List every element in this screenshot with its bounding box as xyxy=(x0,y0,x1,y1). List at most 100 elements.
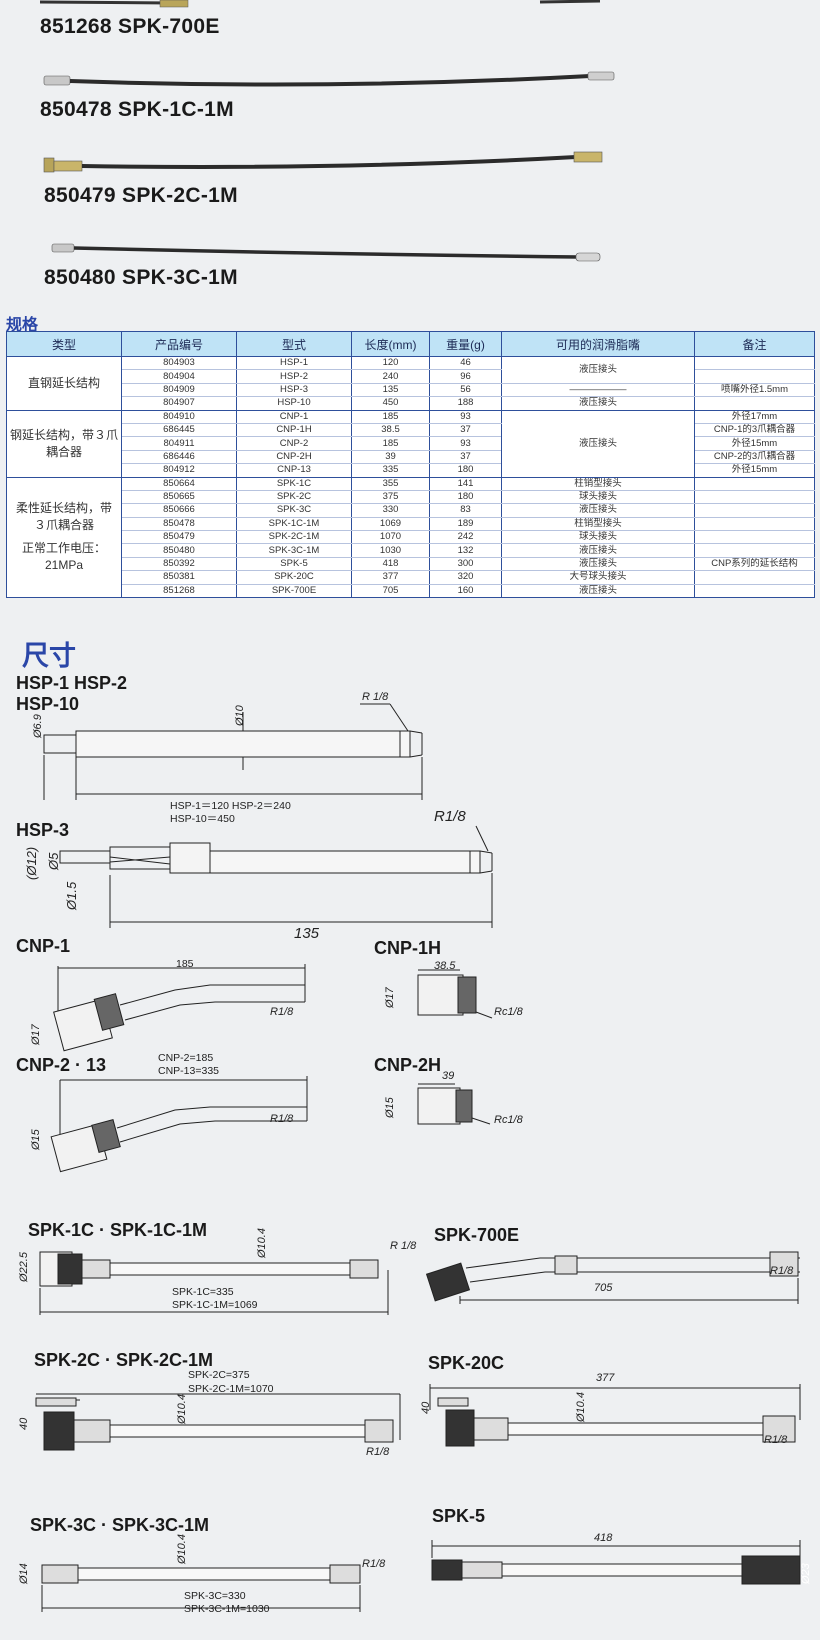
dim-note: CNP-13=335 xyxy=(158,1065,219,1077)
group-label-line: 正常工作电压：21MPa xyxy=(21,541,106,573)
dims-section-title: 尺寸 xyxy=(22,641,76,671)
table-row: 850392 SPK-5 418 300 液压接头 CNP系列的延长结构 xyxy=(7,557,815,572)
table-cell: 37 xyxy=(429,423,502,438)
table-cell xyxy=(694,584,815,599)
hose-photo-spk700e xyxy=(39,0,601,8)
table-cell xyxy=(694,369,815,384)
dim-note: R 1/8 xyxy=(390,1240,417,1252)
dim-label-hsp10: HSP-10 xyxy=(16,694,80,714)
product-caption: 850479 SPK-2C-1M xyxy=(44,184,238,207)
column-header: 备注 xyxy=(694,331,815,357)
dim-note: Ø22.5 xyxy=(18,1252,30,1282)
table-row: 直钢延长结构 804903 HSP-1 120 46 液压接头 xyxy=(6,356,815,411)
table-cell: 外径15mm xyxy=(694,436,815,451)
dim-note: Ø14 xyxy=(18,1563,30,1584)
table-cell: 96 xyxy=(429,369,502,384)
column-header: 类型 xyxy=(6,331,122,357)
dim-note: R1/8 xyxy=(434,808,466,825)
dim-note: Ø10.4 xyxy=(575,1392,587,1422)
dim-label-spk700e: SPK-700E xyxy=(434,1225,520,1245)
drawing-spk2c xyxy=(35,1393,401,1451)
dim-note: Ø10.4 xyxy=(176,1394,188,1424)
spec-section-title: 规格 xyxy=(6,317,39,334)
table-cell: 93 xyxy=(429,436,502,451)
table-header-row: 类型 产品编号 型式 长度(mm) 重量(g) 可用的润滑脂嘴 备注 xyxy=(6,331,815,357)
product-caption: 850478 SPK-1C-1M xyxy=(40,98,234,121)
table-row: 850381 SPK-20C 377 320 大号球头接头 xyxy=(7,570,815,585)
dim-note: Ø15 xyxy=(384,1097,396,1118)
dim-label-spk3c: SPK-3C · SPK-3C-1M xyxy=(30,1515,210,1535)
table-row: 851268 SPK-700E 705 160 液压接头 xyxy=(7,584,815,599)
table-row: 850480 SPK-3C-1M 1030 132 液压接头 xyxy=(7,543,815,558)
dim-note: SPK-1C=335 xyxy=(172,1286,234,1298)
group-label: 柔性延长结构，带３爪耦合器 正常工作电压：21MPa xyxy=(6,477,122,599)
dim-note: Ø10 xyxy=(234,705,246,726)
table-cell: 喷嘴外径1.5mm xyxy=(694,383,815,398)
drawing-hsp1 xyxy=(43,703,423,800)
dim-note: Ø1.5 xyxy=(64,881,79,910)
dim-label-spk5: SPK-5 xyxy=(432,1506,486,1526)
product-caption: 850480 SPK-3C-1M xyxy=(44,266,238,289)
table-row: 804904 HSP-2 240 96 xyxy=(7,369,815,384)
dim-note: SPK-2C-1M=1070 xyxy=(188,1383,274,1395)
table-cell xyxy=(694,356,815,371)
dim-note: Ø23 xyxy=(800,1563,812,1584)
dim-note: SPK-3C-1M=1030 xyxy=(184,1603,270,1615)
dim-note: 38.5 xyxy=(434,960,456,972)
table-row: 804909 HSP-3 135 56 —————— 喷嘴外径1.5mm xyxy=(7,383,815,398)
table-cell xyxy=(694,503,815,518)
dim-label-spk2c: SPK-2C · SPK-2C-1M xyxy=(34,1350,214,1370)
dim-label-cnp1: CNP-1 xyxy=(16,936,71,956)
hose-photo-spk1c1m xyxy=(43,71,615,87)
dim-note: R1/8 xyxy=(362,1558,386,1570)
group-label: 直钢延长结构 xyxy=(6,356,122,411)
dim-note: SPK-3C=330 xyxy=(184,1590,246,1602)
group-label: 钢延长结构，带３爪耦合器 xyxy=(6,410,122,478)
dim-note: Ø10.4 xyxy=(256,1228,268,1258)
table-row: 686446 CNP-2H 39 37 CNP-2的3爪耦合器 xyxy=(7,450,815,465)
table-cell xyxy=(694,530,815,545)
dim-note: 418 xyxy=(594,1532,613,1544)
dim-note: 39 xyxy=(442,1070,455,1082)
dim-note: R1/8 xyxy=(770,1265,794,1277)
dim-note: HSP-10＝450 xyxy=(170,813,235,825)
column-header: 重量(g) xyxy=(429,331,502,357)
dim-note: Ø17 xyxy=(30,1024,42,1045)
table-row: 686445 CNP-1H 38.5 37 CNP-1的3爪耦合器 xyxy=(7,423,815,438)
hose-photo-spk3c1m xyxy=(51,243,601,262)
table-cell: 180 xyxy=(429,463,502,478)
table-cell: 外径15mm xyxy=(694,463,815,478)
table-cell: CNP-1的3爪耦合器 xyxy=(694,423,815,438)
table-cell xyxy=(694,543,815,558)
dim-note: Ø6.9 xyxy=(32,714,44,738)
drawing-cnp1h xyxy=(417,969,493,1019)
drawing-spk20c xyxy=(429,1384,801,1447)
drawing-cnp2 xyxy=(50,1076,308,1173)
table-row: 804907 HSP-10 450 188 液压接头 xyxy=(7,396,815,411)
table-cell xyxy=(694,396,815,411)
table-cell: 37 xyxy=(429,450,502,465)
dim-note: HSP-1＝120 HSP-2＝240 xyxy=(170,800,291,812)
table-row: 804912 CNP-13 335 180 外径15mm xyxy=(7,463,815,478)
dim-note: Ø10.4 xyxy=(176,1534,188,1564)
dim-note: 40 xyxy=(18,1417,30,1430)
column-header: 型式 xyxy=(236,331,352,357)
dim-note: (Ø12) xyxy=(24,846,39,880)
dim-note: Ø15 xyxy=(30,1129,42,1150)
drawing-spk3c xyxy=(41,1564,361,1612)
dim-note: 135 xyxy=(294,925,320,942)
dim-label-spk20c: SPK-20C xyxy=(428,1353,505,1373)
dim-note: Rc1/8 xyxy=(494,1006,523,1018)
table-row: 850479 SPK-2C-1M 1070 242 球头接头 xyxy=(7,530,815,545)
hose-photo-spk2c1m xyxy=(43,151,603,173)
dim-label-hsp3: HSP-3 xyxy=(16,820,70,840)
dim-note: 705 xyxy=(594,1282,613,1294)
dim-note: 377 xyxy=(596,1372,615,1384)
dim-note: SPK-1C-1M=1069 xyxy=(172,1299,258,1311)
dim-note: R 1/8 xyxy=(362,691,389,703)
table-cell xyxy=(694,490,815,505)
table-cell xyxy=(694,477,815,491)
dim-note: 40 xyxy=(420,1401,432,1414)
dim-label-hsp1: HSP-1 HSP-2 xyxy=(16,673,128,693)
